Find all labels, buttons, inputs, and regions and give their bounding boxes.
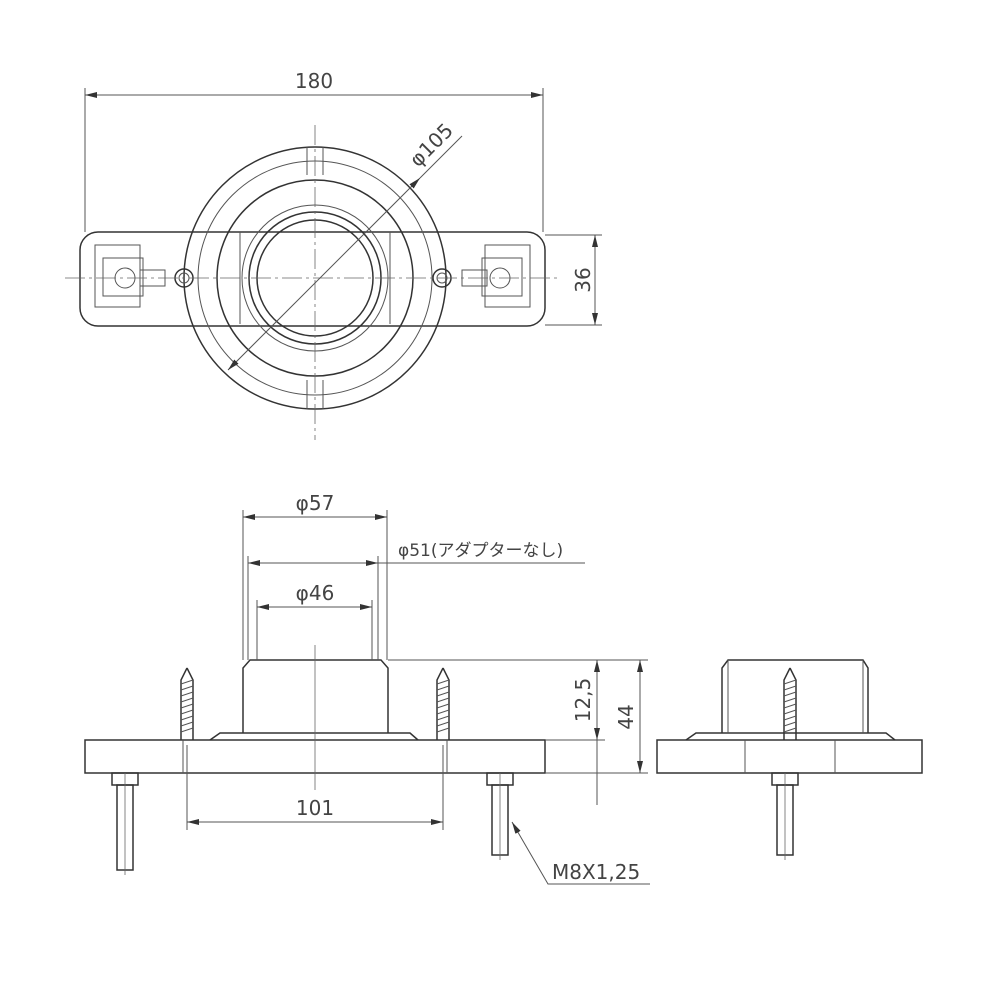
height-dim-label: 36 [571,267,595,292]
width-dim-label: 180 [295,69,333,93]
inner-diameter-label: φ46 [296,581,335,605]
bolt-spec-label: M8X1,25 [552,860,640,884]
diameter-dim-label: φ105 [405,118,458,171]
wood-screw-left [180,667,194,740]
side-view [84,510,650,885]
bolt-left [111,772,139,875]
top-view [65,88,602,440]
screw-pitch-label: 101 [296,796,334,820]
mounting-flange [79,231,546,327]
total-height-label: 44 [614,704,638,729]
wood-screw-right [436,667,450,740]
top-height-label: 12,5 [571,678,595,723]
right-side-view [656,659,923,860]
body [242,659,389,733]
bolt-right [486,772,514,860]
outer-diameter-label: φ57 [296,491,335,515]
adapter-diameter-label: φ51(アダプターなし) [398,541,563,561]
